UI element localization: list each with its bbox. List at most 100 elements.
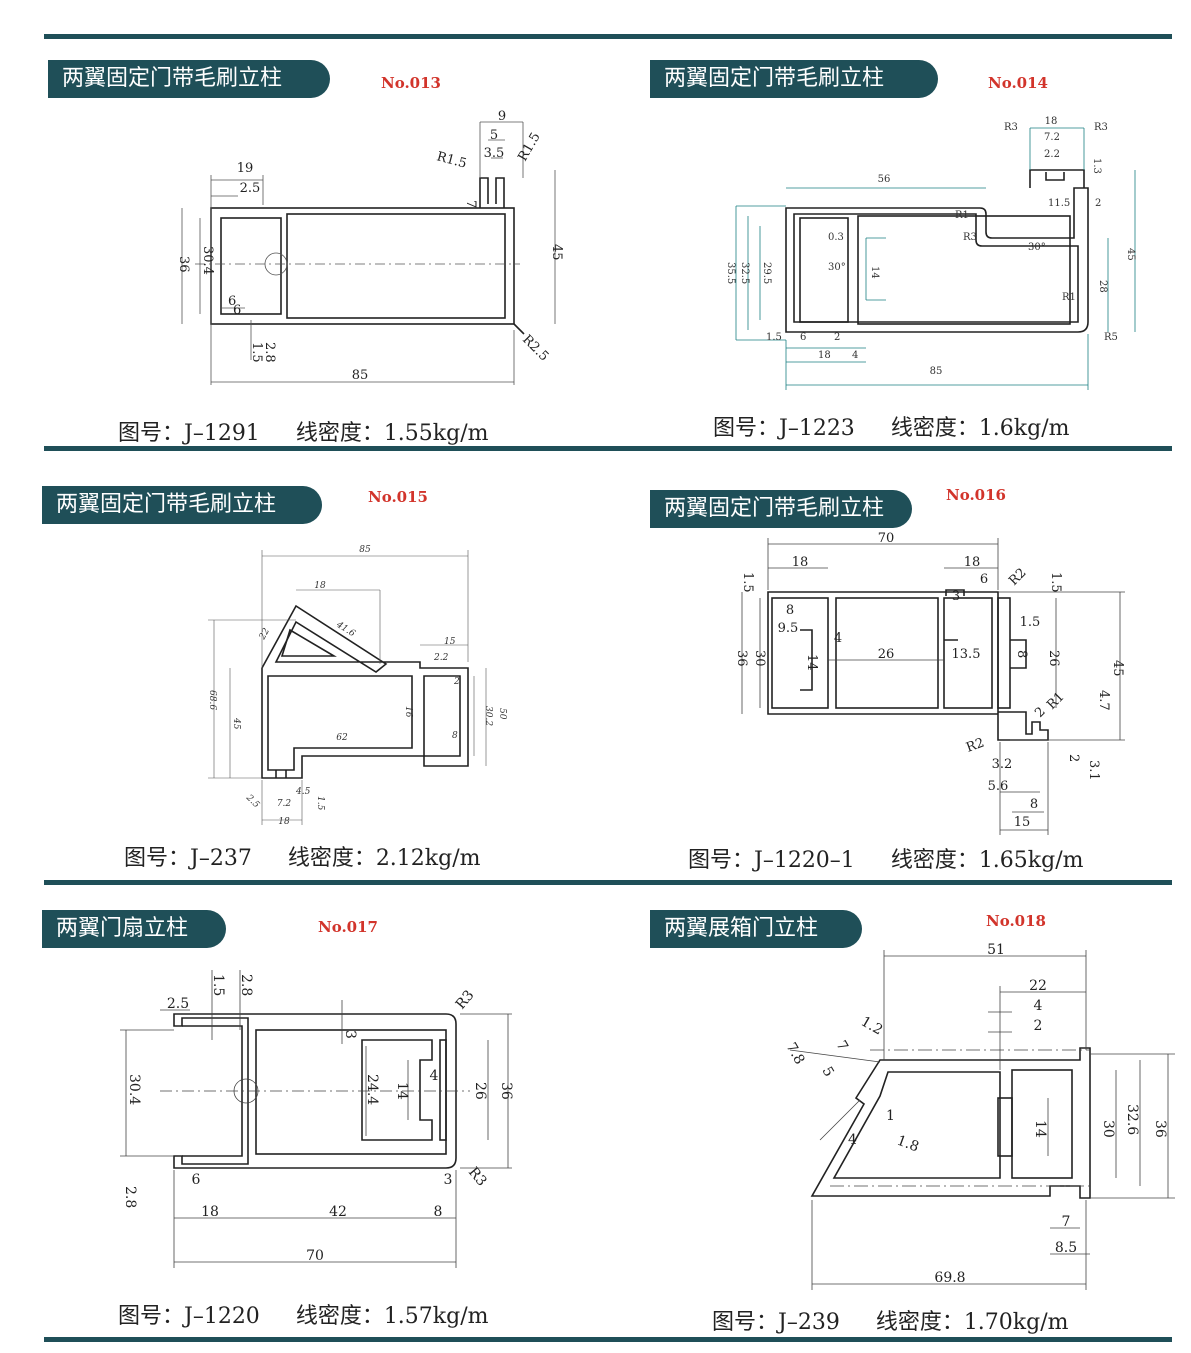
dim-017-9: 26 [472,1082,488,1100]
dim-013-6: 6 [233,303,241,318]
profile-number-015: No.015 [368,488,428,506]
dim-016-7: 3 [952,589,960,604]
dim-014-23: 6 [800,332,806,343]
drawing-code-013: 图号：J–1291 [118,421,260,446]
dim-015-18: 18 [278,817,290,827]
dim-017-16: 42 [329,1204,347,1220]
dim-015-17: 7.2 [277,799,292,809]
dim-014-12: 30° [828,262,846,273]
dim-013-2: 3.5 [484,146,505,161]
dim-014-21: R5 [1104,332,1118,343]
dim-017-15: 18 [201,1204,219,1220]
dim-016-24: 2 [1066,754,1081,762]
dim-014-11: 0.3 [828,232,844,243]
dim-017-4: 3 [342,1030,358,1039]
profile-number-017: No.017 [318,918,378,936]
dim-013-0: 9 [498,109,506,124]
dim-016-3: 18 [964,555,981,570]
dim-018-3: 2 [1034,1018,1043,1034]
dim-016-13: 30 [752,650,767,667]
dim-016-2: 18 [792,555,809,570]
dim-018-8: 1 [886,1108,895,1124]
separator-bottom [44,1337,1172,1342]
dim-014-13: 30° [1028,242,1046,253]
dim-016-27: 5.6 [988,779,1009,794]
dim-015-0: 85 [359,545,371,555]
separator-top [44,34,1172,39]
dim-016-29: 15 [1014,815,1031,830]
dim-013-16: 85 [352,368,369,383]
dim-017-2: 2.8 [238,974,254,996]
dim-014-5: 1.3 [1091,158,1102,174]
dim-018-12: 30 [1100,1120,1116,1138]
dim-013-15: R2.5 [519,332,551,364]
dim-015-13: 8 [452,731,458,741]
profile-number-013: No.013 [381,74,441,92]
drawing-code-016: 图号：J–1220–1 [688,848,855,873]
dim-014-25: 4 [852,350,858,361]
dim-016-8: 8 [786,603,794,618]
dim-015-1: 18 [314,581,326,591]
dim-016-23: R2 [964,735,986,755]
drawing-code-017: 图号：J–1220 [118,1304,260,1329]
dim-018-2: 4 [1034,998,1043,1014]
dim-017-8: 4 [430,1068,439,1084]
dim-018-14: 36 [1152,1120,1168,1138]
dim-016-9: 9.5 [778,621,799,636]
dim-016-12: 36 [734,650,749,667]
dim-015-11: 30.2 [483,706,493,726]
dim-014-16: 32.5 [739,262,750,284]
dim-014-9: 11.5 [1048,198,1070,209]
separator-2 [44,880,1172,885]
dim-017-12: 6 [192,1172,201,1188]
dim-013-8: 2.5 [240,181,261,196]
dim-017-6: 24.4 [364,1074,380,1105]
dim-013-5: 7 [463,200,478,208]
dim-015-2: 41.6 [334,620,357,640]
dim-014-27: 85 [930,366,943,377]
dim-015-9: 62 [336,733,348,743]
dim-015-6: 2 [453,677,460,687]
dim-014-1: R3 [1004,122,1018,133]
dim-016-5: R2 [1006,565,1029,588]
dim-018-16: 8.5 [1055,1240,1077,1256]
dim-017-5: 30.4 [126,1074,142,1105]
dim-014-7: R1 [955,210,969,221]
line-density-015: 线密度：2.12kg/m [287,846,481,871]
dim-014-20: R1 [1062,292,1076,303]
dim-014-17: 29.5 [761,262,772,284]
dim-016-16: 13.5 [952,647,981,662]
dim-015-14: 2.5 [243,792,261,810]
dim-018-4: 1.2 [858,1014,885,1039]
line-density-013: 线密度：1.55kg/m [295,421,489,446]
drawing-code-015: 图号：J–237 [124,846,252,871]
dim-015-4: 15 [444,637,456,647]
dim-015-16: 1.5 [315,796,325,811]
dim-016-10: 4 [834,631,842,646]
profile-number-018: No.018 [986,912,1046,930]
dim-013-3: R1.5 [435,149,468,171]
dim-015-12: 50 [497,708,507,720]
dim-014-10: 2 [1095,198,1101,209]
dim-015-7: 68.6 [207,690,217,710]
dim-013-10: 36 [176,256,191,273]
dim-016-14: 14 [804,654,819,671]
dim-014-26: 18 [818,350,831,361]
line-density-018: 线密度：1.70kg/m [875,1310,1069,1335]
dim-016-21: 2 [1032,704,1048,720]
profile-title-014: 两翼固定门带毛刷立柱 [650,60,938,98]
dim-016-1: 1.5 [740,572,755,593]
dim-017-7: 14 [394,1082,410,1100]
profile-title-017: 两翼门扇立柱 [42,910,226,948]
dim-018-11: 14 [1032,1120,1048,1138]
dim-016-4: 6 [980,572,988,587]
dim-018-5: 7.8 [783,1040,808,1067]
dim-015-10: 16 [403,706,413,718]
dim-017-18: 70 [306,1248,324,1264]
dim-014-22: 1.5 [766,332,782,343]
profile-caption-013: 图号：J–1291 线密度：1.55kg/m [118,415,525,447]
dim-016-20: 4.7 [1096,690,1111,711]
